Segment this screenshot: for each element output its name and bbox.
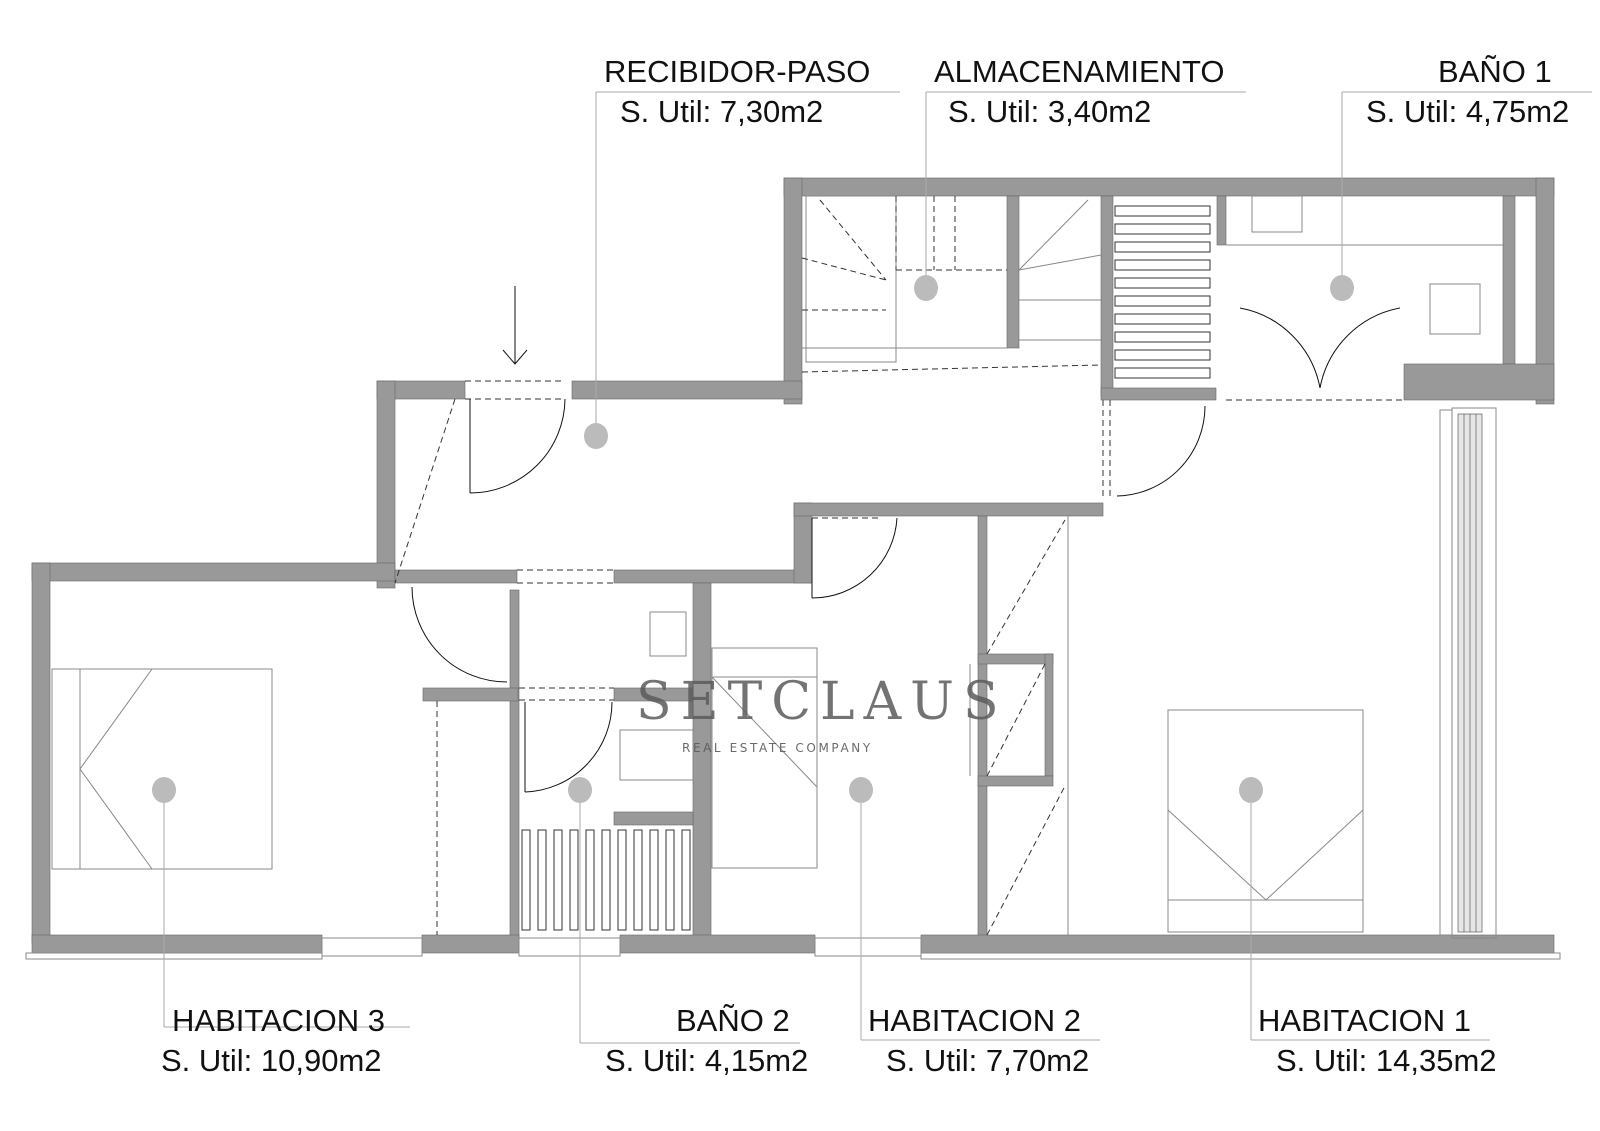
room-area-bano2: S. Util: 4,15m2 [605, 1043, 809, 1078]
stair-treads [394, 196, 1404, 936]
room-area-habitacion3: S. Util: 10,90m2 [161, 1043, 382, 1078]
leader-lines [163, 91, 1592, 1044]
room-name-habitacion3: HABITACION 3 [172, 1003, 386, 1038]
room-name-bano1: BAÑO 1 [1438, 54, 1552, 89]
room-area-almacenamiento: S. Util: 3,40m2 [948, 94, 1152, 129]
room-name-bano2: BAÑO 2 [676, 1003, 790, 1038]
slats [521, 205, 1211, 931]
marker-habitacion1 [1239, 777, 1263, 803]
marker-bano1 [1330, 275, 1354, 301]
marker-bano2 [568, 777, 592, 803]
fixtures [25, 195, 1561, 960]
room-name-almacenamiento: ALMACENAMIENTO [934, 54, 1225, 89]
room-name-habitacion1: HABITACION 1 [1258, 1003, 1472, 1038]
marker-almacenamiento [914, 275, 938, 301]
room-markers [152, 275, 1354, 803]
room-area-bano1: S. Util: 4,75m2 [1366, 94, 1570, 129]
room-area-habitacion2: S. Util: 7,70m2 [886, 1043, 1090, 1078]
walls [31, 177, 1555, 954]
watermark-logo: SETCLAUS [636, 672, 1008, 732]
marker-habitacion3 [152, 777, 176, 803]
watermark-subtitle: REAL ESTATE COMPANY [682, 741, 873, 755]
marker-habitacion2 [849, 777, 873, 803]
door-swings [411, 286, 1401, 793]
marker-recibidor [584, 423, 608, 449]
room-name-recibidor: RECIBIDOR-PASO [604, 54, 871, 89]
room-name-habitacion2: HABITACION 2 [868, 1003, 1082, 1038]
room-area-recibidor: S. Util: 7,30m2 [620, 94, 824, 129]
balcony-grid [1457, 413, 1483, 933]
room-area-habitacion1: S. Util: 14,35m2 [1276, 1043, 1497, 1078]
